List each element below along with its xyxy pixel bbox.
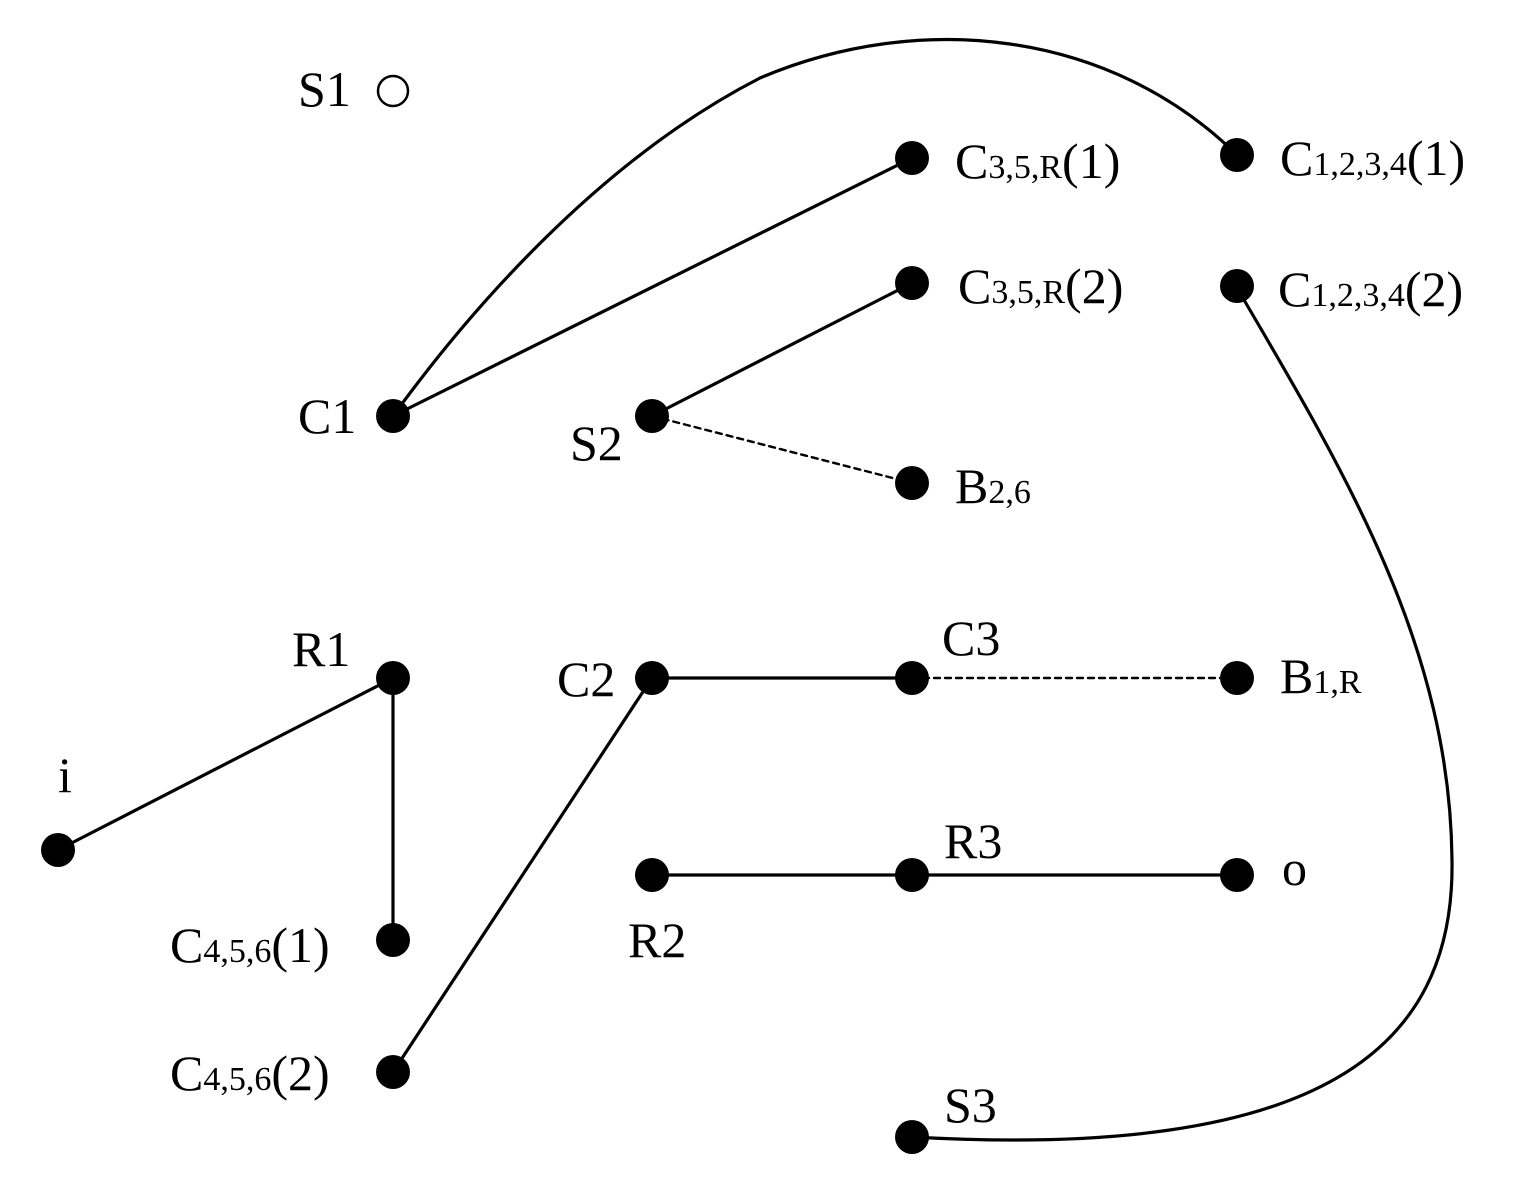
label-b1r-sub: 1,R: [1313, 664, 1362, 701]
node-c1: [376, 399, 410, 433]
node-b26: [895, 466, 929, 500]
edge-s2-c35r-2: [650, 281, 914, 418]
node-s3: [895, 1120, 929, 1154]
label-b26-sub: 2,6: [988, 474, 1031, 511]
label-c35r-1: C3,5,R(1): [955, 133, 1120, 189]
label-s2: S2: [570, 415, 623, 471]
label-c1234-2: C1,2,3,4(2): [1278, 261, 1463, 317]
edge-s2-b26: [650, 414, 914, 485]
label-c1234-2-tail: (2): [1405, 261, 1463, 317]
label-b26-main: B: [955, 458, 988, 514]
node-b1r: [1220, 661, 1254, 695]
label-c1: C1: [298, 388, 356, 444]
label-c456-2-main: C: [170, 1045, 203, 1101]
label-c1234-2-main: C: [1278, 261, 1311, 317]
edge-c2-c456-2: [391, 676, 654, 1074]
label-c3: C3: [942, 610, 1000, 666]
label-c456-1-sub: 4,5,6: [203, 933, 271, 970]
node-r3: [895, 858, 929, 892]
node-s1: [376, 74, 410, 108]
label-c456-2-sub: 4,5,6: [203, 1061, 271, 1098]
label-r2: R2: [628, 912, 686, 968]
label-s1: S1: [298, 61, 351, 117]
edge-c1234-2-s3: [910, 286, 1454, 1142]
edge-c1-c1234-1: [391, 37, 1239, 418]
label-i: i: [58, 747, 72, 803]
nodes: [41, 74, 1254, 1154]
node-o: [1220, 858, 1254, 892]
label-c35r-2-sub: 3,5,R: [991, 274, 1065, 311]
label-c35r-1-sub: 3,5,R: [988, 149, 1062, 186]
label-b1r: B1,R: [1280, 648, 1362, 704]
label-o: o: [1282, 840, 1307, 896]
label-c456-1-main: C: [170, 917, 203, 973]
node-c1234-2: [1220, 269, 1254, 303]
node-s2: [635, 399, 669, 433]
labels: S1 C1 S2 C3,5,R(1) C3,5,R(2) C1,2,3,4(1)…: [58, 61, 1465, 1133]
label-r3: R3: [944, 813, 1002, 869]
label-c1234-1-sub: 1,2,3,4: [1313, 146, 1407, 183]
label-c1234-2-sub: 1,2,3,4: [1311, 277, 1405, 314]
label-c35r-2-tail: (2): [1065, 258, 1123, 314]
node-c456-2: [376, 1055, 410, 1089]
label-c35r-2: C3,5,R(2): [958, 258, 1123, 314]
node-c2: [635, 661, 669, 695]
label-c2: C2: [557, 651, 615, 707]
node-i: [41, 833, 75, 867]
node-c3: [895, 661, 929, 695]
label-b1r-main: B: [1280, 648, 1313, 704]
label-b26: B2,6: [955, 458, 1031, 514]
node-c35r-1: [895, 141, 929, 175]
edges: [56, 37, 1454, 1142]
node-r2: [635, 858, 669, 892]
label-c35r-1-tail: (1): [1062, 133, 1120, 189]
label-s3: S3: [944, 1077, 997, 1133]
label-c1234-1-main: C: [1280, 130, 1313, 186]
node-c35r-2: [895, 266, 929, 300]
label-c456-1-tail: (1): [271, 917, 329, 973]
label-c456-2: C4,5,6(2): [170, 1045, 330, 1101]
label-c35r-1-main: C: [955, 133, 988, 189]
edge-r1-i: [56, 676, 395, 852]
label-c35r-2-main: C: [958, 258, 991, 314]
edge-c1-c35r-1: [391, 156, 914, 418]
label-c1234-1: C1,2,3,4(1): [1280, 130, 1465, 186]
node-r1: [376, 661, 410, 695]
label-c456-2-tail: (2): [271, 1045, 329, 1101]
label-r1: R1: [292, 621, 350, 677]
label-c1234-1-tail: (1): [1407, 130, 1465, 186]
node-c1234-1: [1220, 138, 1254, 172]
label-c456-1: C4,5,6(1): [170, 917, 330, 973]
node-c456-1: [376, 923, 410, 957]
